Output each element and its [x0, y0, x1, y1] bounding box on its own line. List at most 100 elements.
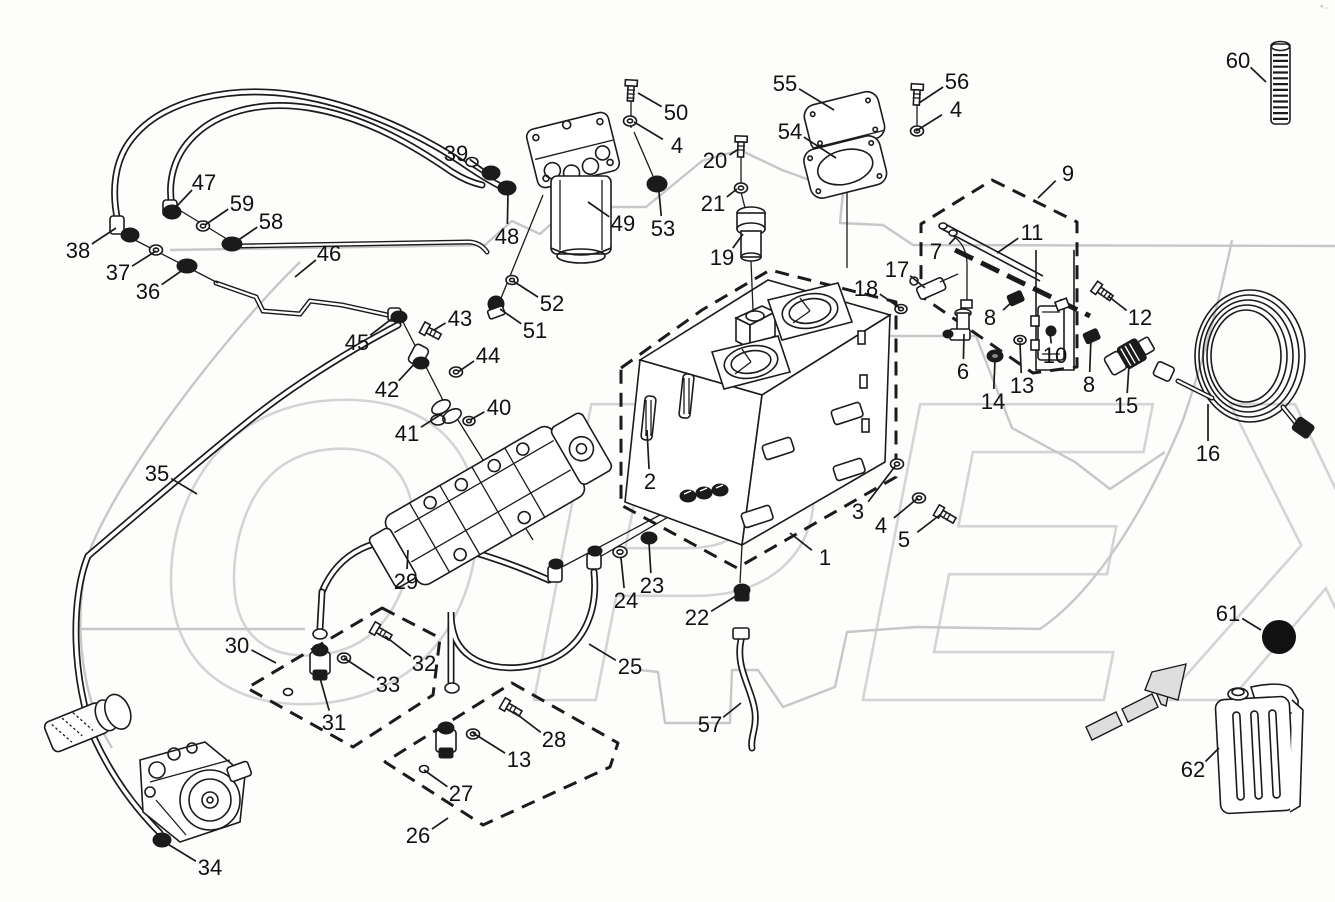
leader-line-52: [512, 280, 539, 298]
callout-15: 15: [1114, 393, 1138, 418]
leader-line-24: [620, 557, 625, 589]
callout-20: 20: [703, 148, 727, 173]
callout-48: 48: [495, 224, 519, 249]
valve-group: [894, 222, 1155, 376]
callout-28: 28: [542, 727, 566, 752]
leader-line-60: [1249, 66, 1267, 83]
group-box-tank: [619, 268, 898, 570]
leader-line-13: [1019, 342, 1023, 374]
callout-4: 4: [950, 97, 962, 122]
callout-12: 12: [1128, 305, 1152, 330]
coiled-hose: [1152, 289, 1315, 439]
leader-line-5: [916, 513, 942, 533]
leader-line-31: [319, 677, 330, 711]
leader-line-23: [648, 542, 652, 574]
callout-22: 22: [685, 605, 709, 630]
leader-line-30: [251, 649, 277, 664]
callout-24: 24: [614, 588, 638, 613]
callout-18: 18: [854, 276, 878, 301]
leader-line-29: [406, 549, 409, 570]
leader-line-54: [803, 136, 837, 159]
callout-53: 53: [651, 216, 675, 241]
callout-25: 25: [618, 654, 642, 679]
leader-line-20: [729, 149, 738, 156]
callout-3: 3: [852, 499, 864, 524]
leader-line-47: [175, 189, 193, 208]
leader-line-21: [726, 188, 738, 198]
sensor-17: [909, 273, 959, 300]
tank-opening-front: [710, 335, 792, 390]
callout-43: 43: [448, 306, 472, 331]
oil-can: [1214, 683, 1304, 815]
sight-glass: [640, 373, 695, 441]
callout-6: 6: [957, 359, 969, 384]
corner-artifact: °··: [1319, 4, 1329, 13]
callout-36: 36: [136, 279, 160, 304]
leader-line-8: [1088, 337, 1092, 373]
callout-26: 26: [406, 823, 430, 848]
drain-plug: [733, 583, 751, 602]
breather: [736, 206, 766, 311]
callout-8: 8: [1083, 372, 1095, 397]
callout-45: 45: [345, 330, 369, 355]
leader-line-43: [433, 322, 446, 331]
leader-line-35: [170, 477, 198, 495]
callout-46: 46: [317, 241, 341, 266]
leader-line-42: [398, 359, 419, 382]
tandem-pump: [368, 412, 613, 588]
callout-61: 61: [1216, 601, 1240, 626]
leader-line-46: [294, 259, 317, 278]
leader-line-50: [637, 92, 663, 108]
callout-4: 4: [875, 513, 887, 538]
callout-4: 4: [671, 133, 683, 158]
callout-49: 49: [611, 211, 635, 236]
callout-34: 34: [198, 855, 222, 880]
leader-line-41: [420, 412, 444, 428]
callout-47: 47: [192, 170, 216, 195]
leader-line-7: [948, 237, 956, 245]
leader-line-34: [165, 842, 197, 862]
callout-44: 44: [476, 343, 500, 368]
group-box-9: [919, 178, 1079, 375]
leader-line-1: [789, 532, 813, 551]
leader-line-3: [867, 464, 897, 503]
callout-9: 9: [1062, 161, 1074, 186]
leader-line-61: [1241, 617, 1262, 631]
leader-line-12: [1107, 295, 1128, 312]
leader-line-56: [918, 86, 944, 104]
leader-line-2: [646, 429, 650, 470]
spiral-guard: [1270, 40, 1291, 125]
leader-line-38: [91, 227, 117, 245]
leader-line-49: [587, 201, 610, 218]
leader-line-57: [722, 702, 742, 718]
callout-21: 21: [701, 191, 725, 216]
coupler-15: [1103, 336, 1155, 376]
callout-35: 35: [145, 461, 169, 486]
callout-37: 37: [106, 260, 130, 285]
callout-numbers: 1234522232457252627132830313233293435363…: [66, 48, 1250, 880]
callout-52: 52: [540, 291, 564, 316]
group-borders: [245, 178, 1079, 827]
leader-line-40: [469, 411, 485, 421]
suction-coupler: [43, 693, 132, 753]
leader-line-32: [384, 635, 412, 657]
leader-line-58: [233, 226, 258, 244]
leader-line-8: [1002, 299, 1015, 311]
leader-line-59: [204, 208, 229, 226]
leader-line-62: [1204, 747, 1220, 763]
leader-line-36: [161, 266, 188, 286]
callout-38: 38: [66, 238, 90, 263]
leader-line-48: [506, 193, 509, 225]
hoses: [72, 88, 918, 837]
group-box-26: [383, 681, 620, 827]
leader-line-37: [131, 250, 157, 267]
leader-line-11: [996, 237, 1019, 254]
callout-10: 10: [1043, 343, 1067, 368]
leader-line-19: [732, 233, 744, 249]
callout-13: 13: [507, 747, 531, 772]
leader-line-4: [633, 121, 664, 141]
callout-58: 58: [259, 209, 283, 234]
screw-12: [1089, 280, 1115, 302]
callout-57: 57: [698, 712, 722, 737]
